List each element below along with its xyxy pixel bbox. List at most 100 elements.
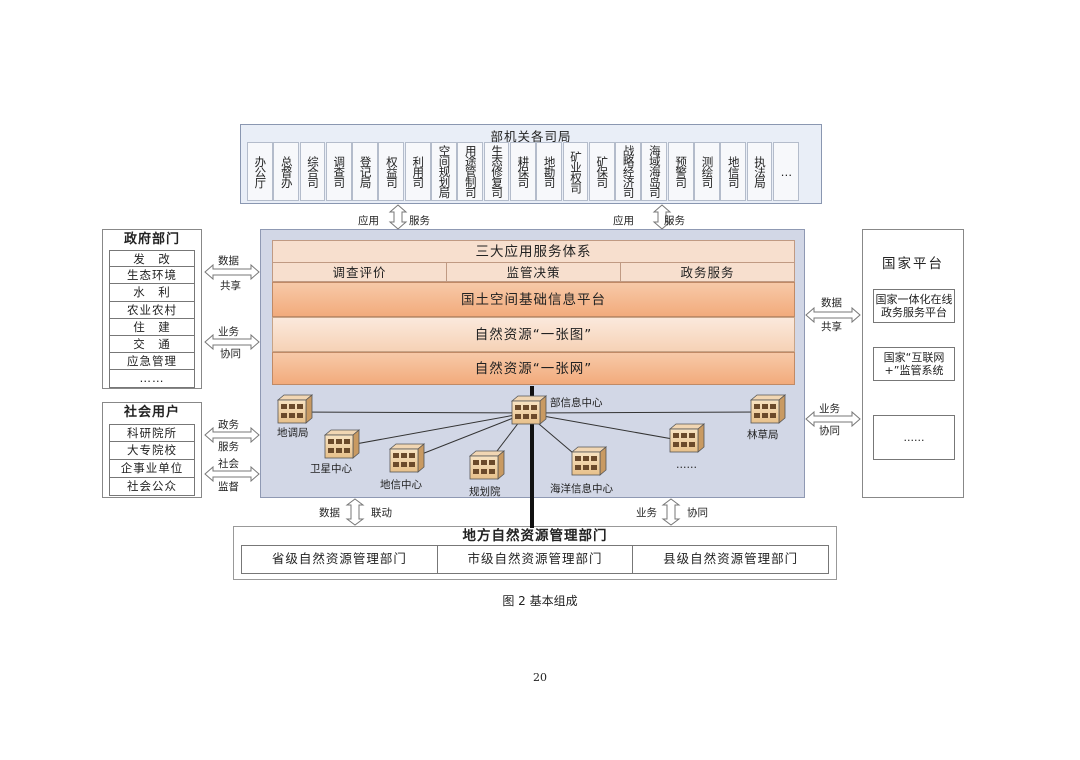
government-item: 水 利 <box>109 284 195 302</box>
arrow-nat-lower <box>805 410 861 428</box>
arrow-gov-lower <box>204 333 260 351</box>
society-list: 科研院所大专院校企事业单位社会公众 <box>109 424 195 496</box>
label-gov-upper-b: 共享 <box>220 279 241 292</box>
label-top-right-b: 服务 <box>664 214 685 227</box>
label-bottom-left-b: 联动 <box>371 507 392 519</box>
department-cell: 地勘司 <box>536 142 563 201</box>
government-item: 交 通 <box>109 335 195 354</box>
department-cell: 战略经济司 <box>615 142 641 201</box>
arrow-nat-upper <box>805 306 861 324</box>
local-county: 县级自然资源管理部门 <box>632 546 828 573</box>
society-item: 社会公众 <box>109 478 195 496</box>
network-servers <box>276 394 787 480</box>
one-map-layer: 自然资源“一张图” <box>272 317 795 352</box>
base-platform-layer: 国土空间基础信息平台 <box>272 282 795 317</box>
government-item: …… <box>109 370 195 388</box>
department-cell: 空间规划局 <box>431 142 457 201</box>
society-box: 社会用户 科研院所大专院校企事业单位社会公众 <box>102 402 202 498</box>
server-icon-hub <box>510 395 548 425</box>
arrow-top-left <box>388 204 408 230</box>
government-item: 农业农村 <box>109 301 195 319</box>
local-box: 地方自然资源管理部门 省级自然资源管理部门 市级自然资源管理部门 县级自然资源管… <box>233 526 837 580</box>
department-cell: 测绘司 <box>694 142 720 201</box>
node-label-forestry: 林草局 <box>747 428 779 441</box>
department-cell: 生态修复司 <box>483 142 510 201</box>
national-box: 国家平台 国家一体化在线政务服务平台 国家“互联网+”监管系统 ...... <box>862 229 964 498</box>
government-box: 政府部门 发 改生态环境水 利农业农村住 建交 通应急管理…… <box>102 229 202 389</box>
government-item: 发 改 <box>109 250 195 268</box>
service-list: 调查评价 监管决策 政务服务 <box>272 262 795 282</box>
department-cell: 矿业权司 <box>562 142 589 201</box>
label-soc-lower-a: 社会 <box>218 457 239 470</box>
local-city: 市级自然资源管理部门 <box>436 546 633 573</box>
connector-labels: 应用 服务 应用 服务 数据 共享 业务 协同 政务 服务 社会 监督 数据 共… <box>218 214 842 519</box>
node-label-ocean: 海洋信息中心 <box>550 482 613 495</box>
department-cell: 预警司 <box>667 142 694 201</box>
figure-caption: 图 2 基本组成 <box>502 594 578 608</box>
label-top-left-b: 服务 <box>409 214 430 227</box>
server-icon-geoinfo <box>388 443 426 473</box>
department-cell: … <box>772 142 799 201</box>
label-nat-lower-a: 业务 <box>819 402 840 415</box>
local-province: 省级自然资源管理部门 <box>271 551 407 566</box>
department-cell: 办公厅 <box>247 142 273 201</box>
service-system-title: 三大应用服务体系 <box>272 240 795 262</box>
label-bottom-right-a: 业务 <box>636 506 657 519</box>
government-item: 应急管理 <box>109 353 195 371</box>
department-cell: 执法局 <box>746 142 773 201</box>
label-top-left-a: 应用 <box>358 214 379 227</box>
service-government: 政务服务 <box>620 263 794 281</box>
ministry-title: 部机关各司局 <box>490 129 572 144</box>
server-icon-geosurvey <box>276 394 314 424</box>
government-title: 政府部门 <box>123 232 180 247</box>
society-item: 科研院所 <box>109 424 195 442</box>
label-soc-upper-a: 政务 <box>218 418 239 431</box>
label-bottom-right-b: 协同 <box>687 506 708 519</box>
government-item: 住 建 <box>109 318 195 336</box>
local-title: 地方自然资源管理部门 <box>462 528 608 544</box>
arrow-bottom-left <box>345 498 365 526</box>
ministry-box: 部机关各司局 办公厅总督办综合司调查司登记局权益司利用司空间规划局用途管制司生态… <box>240 124 822 204</box>
department-cell: 综合司 <box>299 142 326 201</box>
department-cell: 利用司 <box>404 142 431 201</box>
arrow-soc-upper <box>204 426 260 444</box>
department-cell: 登记局 <box>352 142 378 201</box>
node-label-geoinfo: 地信中心 <box>380 478 422 491</box>
national-item-gov-service: 国家一体化在线政务服务平台 <box>873 289 955 323</box>
national-item-more: ...... <box>873 415 955 460</box>
local-list: 省级自然资源管理部门 市级自然资源管理部门 县级自然资源管理部门 <box>241 545 829 574</box>
server-icon-ocean <box>570 446 608 476</box>
department-cell: 用途管制司 <box>457 142 484 201</box>
arrow-gov-upper <box>204 263 260 281</box>
label-nat-upper-a: 数据 <box>821 296 842 309</box>
label-top-right-a: 应用 <box>613 214 634 227</box>
label-soc-upper-b: 服务 <box>218 440 239 453</box>
server-icon-more <box>668 423 706 453</box>
server-icon-planning <box>468 450 506 480</box>
department-cell: 地信司 <box>720 142 747 201</box>
ministry-departments: 办公厅总督办综合司调查司登记局权益司利用司空间规划局用途管制司生态修复司耕保司地… <box>247 142 799 201</box>
government-list: 发 改生态环境水 利农业农村住 建交 通应急管理…… <box>109 250 195 388</box>
service-survey: 调查评价 <box>332 265 387 280</box>
service-supervision: 监管决策 <box>446 263 620 281</box>
government-item: 生态环境 <box>109 267 195 285</box>
society-item: 大专院校 <box>109 442 195 460</box>
page-number: 20 <box>533 671 547 684</box>
arrow-top-right <box>652 204 672 230</box>
department-cell: 权益司 <box>378 142 405 201</box>
arrow-bottom-right <box>661 498 681 526</box>
department-cell: 总督办 <box>273 142 300 201</box>
node-label-satellite: 卫星中心 <box>310 462 352 475</box>
label-gov-lower-b: 协同 <box>220 347 241 360</box>
label-gov-lower-a: 业务 <box>218 325 239 338</box>
label-bottom-left-a: 数据 <box>319 506 340 519</box>
server-icon-satellite <box>323 429 361 459</box>
label-soc-lower-b: 监督 <box>218 480 239 493</box>
national-item-supervision: 国家“互联网+”监管系统 <box>873 347 955 381</box>
node-labels: 部信息中心 地调局 卫星中心 地信中心 规划院 海洋信息中心 …… 林草局 <box>277 396 779 498</box>
one-net-layer: 自然资源“一张网” <box>272 352 795 385</box>
society-title: 社会用户 <box>123 405 180 420</box>
national-title: 国家平台 <box>882 256 944 272</box>
node-label-geosurvey: 地调局 <box>277 426 309 439</box>
